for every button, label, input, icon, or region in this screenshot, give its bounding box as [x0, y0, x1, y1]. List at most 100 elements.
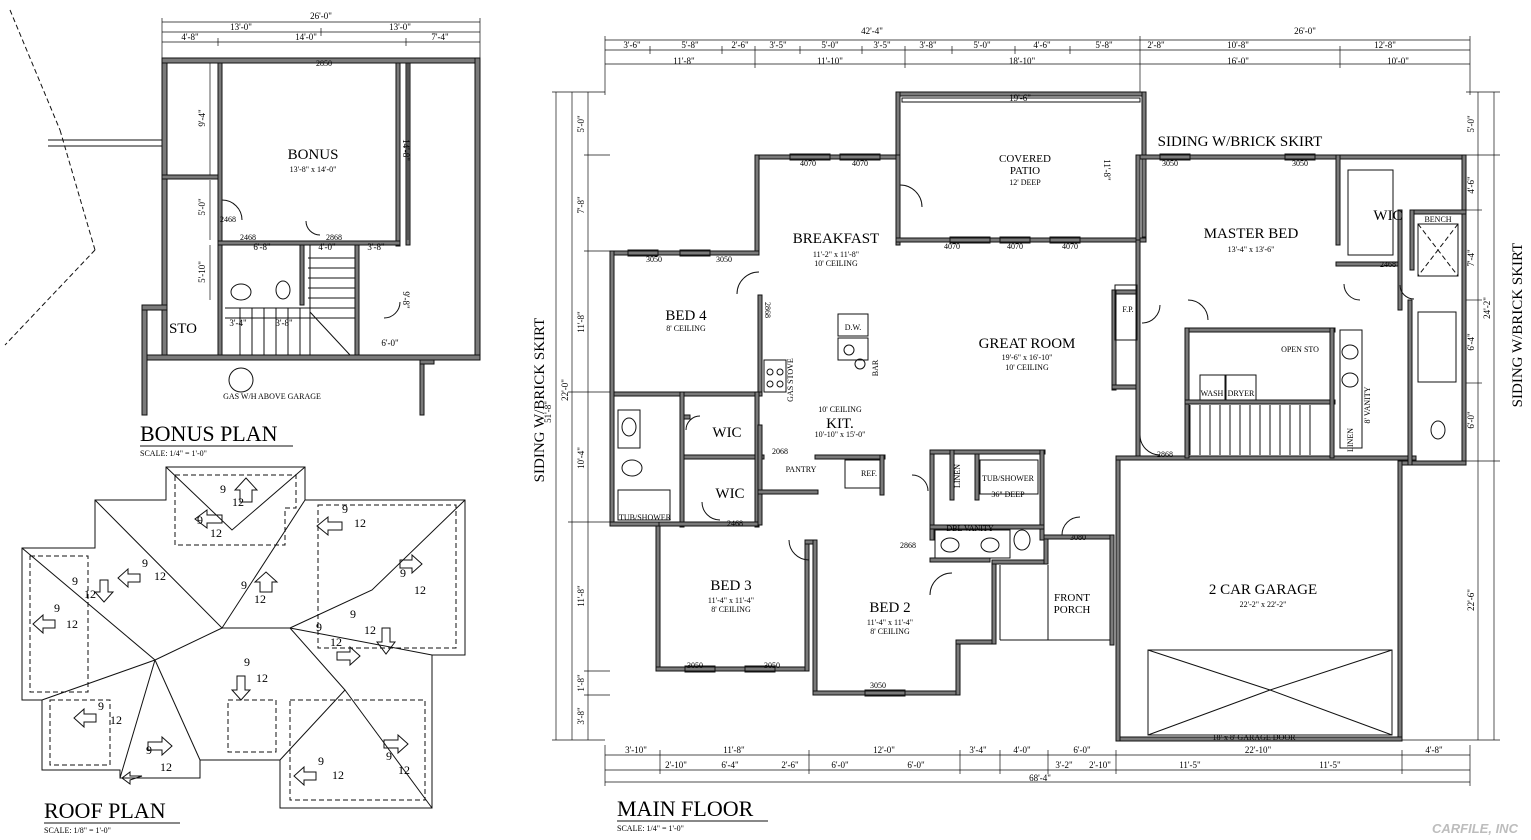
pitch-run: 12 [332, 768, 344, 782]
dim-top2: 10'-0" [1387, 56, 1409, 66]
bench-label: BENCH [1424, 215, 1451, 224]
dim-top: 5'-8" [681, 40, 699, 50]
window-code: 3050 [687, 661, 703, 670]
pitch-run: 12 [414, 583, 426, 597]
door-swings [685, 184, 1415, 596]
bonus-dim: 3'-4" [229, 318, 247, 328]
pitch-run: 12 [66, 617, 78, 631]
dim-top: 3'-6" [623, 40, 641, 50]
room-name: GREAT ROOM [979, 336, 1076, 352]
dim-top: 5'-0" [973, 40, 991, 50]
dbl-vanity-label: DBL VANITY [946, 524, 993, 533]
room-ceiling: 8' CEILING [870, 627, 910, 636]
bonus-dim: 13'-0" [230, 22, 252, 32]
pitch-rise: 9 [400, 566, 406, 580]
pitch-run: 12 [354, 516, 366, 530]
window-code: 3050 [764, 661, 780, 670]
room-size: 11'-2" x 11'-8" [813, 250, 859, 259]
dim-right: 22'-6" [1466, 589, 1476, 611]
pitch-run: 12 [154, 569, 166, 583]
pitch-rise: 9 [342, 502, 348, 516]
dim-bottom2: 3'-2" [1055, 760, 1073, 770]
dim-left: 1'-8" [576, 674, 586, 692]
dim-bottom2: 6'-0" [831, 760, 849, 770]
pitch-run: 12 [160, 760, 172, 774]
bonus-room-size: 13'-8" x 14'-0" [290, 165, 337, 174]
bonus-plan-title: BONUS PLAN [140, 421, 278, 446]
interior-walls [613, 154, 1467, 563]
pitch-run: 12 [254, 592, 266, 606]
sto-label: STO [169, 321, 197, 337]
door-code: 2068 [772, 447, 788, 456]
vanity-label: 8' VANITY [1363, 386, 1372, 423]
bonus-plan: 26'-0" 13'-0" 13'-0" 4'-8" 14'-0" 7'-4" … [4, 9, 481, 458]
dim-bottom2: 11'-5" [1319, 760, 1341, 770]
dim-right: 7'-4" [1466, 249, 1476, 267]
door-code: 2868 [763, 302, 772, 318]
bonus-dim: 7'-4" [431, 32, 449, 42]
pitch-rise: 9 [220, 482, 226, 496]
pitch-rise: 9 [241, 578, 247, 592]
pitch-rise: 9 [142, 556, 148, 570]
room-size: 11'-4" x 11'-4" [867, 618, 913, 627]
pitch-run: 12 [398, 763, 410, 777]
room-name: BREAKFAST [793, 231, 879, 247]
dim-bottom: 3'-10" [625, 745, 647, 755]
bonus-dim: 13'-0" [389, 22, 411, 32]
room-name: BED 2 [869, 600, 910, 616]
dim-top2: 16'-0" [1227, 56, 1249, 66]
dim-top: 5'-0" [821, 40, 839, 50]
watermark: CARFILE, INC [1432, 821, 1519, 836]
door-code: 2850 [316, 59, 332, 68]
garage-door-label: 18' x 8' GARAGE DOOR [1213, 733, 1297, 742]
room-name: KIT. [826, 416, 854, 432]
pitch-run: 12 [364, 623, 376, 637]
bonus-dim: 3'-8" [275, 318, 293, 328]
main-stairs [1189, 405, 1311, 455]
roof-plan-title: ROOF PLAN [44, 798, 166, 823]
dw-label: D.W. [845, 323, 862, 332]
fixtures [617, 169, 1459, 736]
pitch-run: 12 [84, 587, 96, 601]
dim-bottom2: 2'-10" [665, 760, 687, 770]
bonus-dim-total: 26'-0" [310, 11, 332, 21]
main-floor-title: MAIN FLOOR [617, 796, 754, 821]
dim-bottom: 3'-4" [969, 745, 987, 755]
gas-stove-label: GAS STOVE [786, 358, 795, 402]
wic-label: WIC [715, 486, 744, 502]
linen-label: LINEN [953, 464, 962, 488]
dim-bottom2: 2'-6" [781, 760, 799, 770]
siding-right-label: SIDING W/BRICK SKIRT [1510, 243, 1526, 408]
roof-plan-scale: SCALE: 1/8" = 1'-0" [44, 826, 111, 835]
room-size: PATIO [1010, 165, 1040, 177]
window-code: 3050 [716, 255, 732, 264]
door-code: 2468 [1380, 260, 1396, 269]
dim-bottom2: 6'-0" [907, 760, 925, 770]
room-size: PORCH [1054, 604, 1091, 616]
door-code: 2868 [326, 233, 342, 242]
dim-bottom2: 6'-4" [721, 760, 739, 770]
dim-right: 6'-4" [1466, 333, 1476, 351]
room-size: 19'-6" x 16'-10" [1002, 353, 1053, 362]
dim-top: 10'-8" [1227, 40, 1249, 50]
bonus-dim: 6'-8" [253, 242, 271, 252]
siding-top-label: SIDING W/BRICK SKIRT [1158, 134, 1323, 150]
bonus-dim: 5'-0" [197, 198, 207, 216]
window-code: 4070 [800, 159, 816, 168]
bonus-room-label: BONUS [288, 147, 339, 163]
door-code: 2868 [900, 541, 916, 550]
bonus-dim: 4'-0" [318, 242, 336, 252]
bonus-stairs [225, 245, 355, 356]
dim-right: 4'-6" [1466, 176, 1476, 194]
dim-top2: 18'-10" [1009, 56, 1036, 66]
room-ceiling: 10' CEILING [814, 259, 858, 268]
tub-deep-label: 36" DEEP [991, 490, 1025, 499]
pitch-run: 12 [330, 635, 342, 649]
pitch-rise: 9 [72, 574, 78, 588]
dim-bottom2: 11'-5" [1179, 760, 1201, 770]
dim-bottom: 22'-10" [1245, 745, 1272, 755]
room-size: 22'-2" x 22'-2" [1240, 600, 1287, 609]
window-code: 3050 [870, 681, 886, 690]
dim-top: 5'-8" [1095, 40, 1113, 50]
